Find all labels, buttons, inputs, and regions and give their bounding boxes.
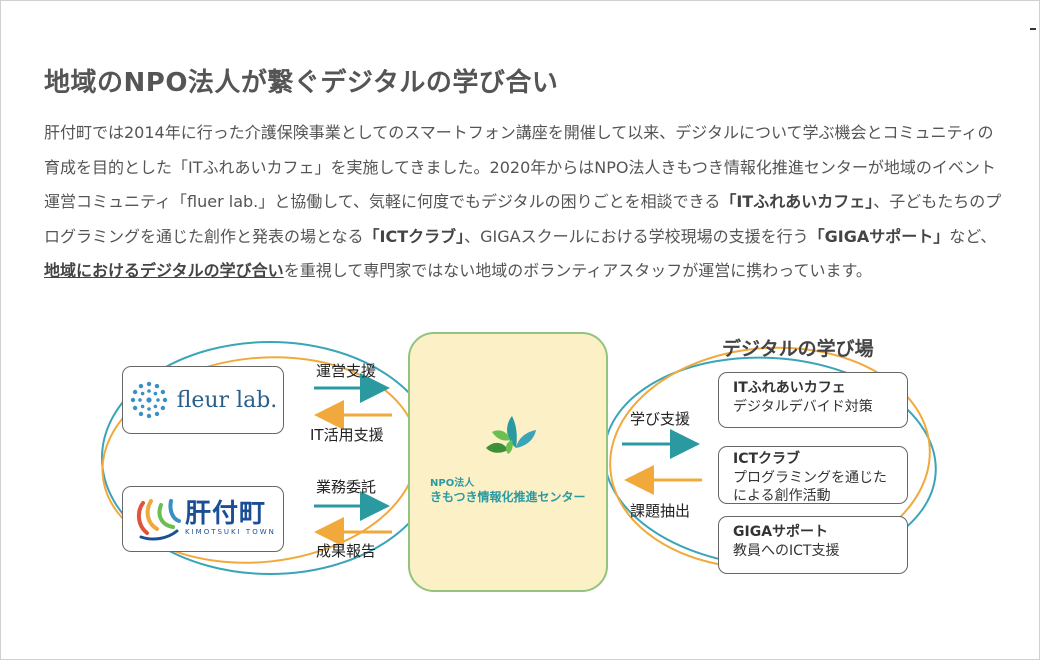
kimotsuki-logo-sub-text: KIMOTSUKI TOWN <box>185 528 276 536</box>
collaboration-diagram: fleur lab. 肝付町 KIMOTSUKI TOWN 運営支援 IT活用支… <box>0 320 1040 610</box>
activity-ict-club: ICTクラブ プログラミングを通じた による創作活動 <box>718 446 908 504</box>
intro-underline-learning: 地域におけるデジタルの学び合い <box>44 261 284 280</box>
activity-giga-support: GIGAサポート 教員へのICT支援 <box>718 516 908 574</box>
intro-text-1: 肝付町では2014年に行った介護保険事業としてのスマートフォン講座を開催して以来… <box>44 123 996 211</box>
activity-name: GIGAサポート <box>733 524 829 540</box>
kimotsuki-town-logo-icon <box>136 499 181 541</box>
intro-text-3: 、GIGAスクールにおける学校現場の支援を行う <box>464 226 809 246</box>
label-report: 成果報告 <box>316 542 377 560</box>
page-title: 地域のNPO法人が繋ぐデジタルの学び合い <box>44 68 559 98</box>
kimotsuki-town-logo-box: 肝付町 KIMOTSUKI TOWN <box>122 486 284 552</box>
activity-name: ITふれあいカフェ <box>733 380 846 396</box>
intro-bold-giga-support: 「GIGAサポート」 <box>808 226 950 246</box>
intro-text-2: 、子どもたちのプログラミングを通じた創作と発表の場となる <box>44 192 1002 246</box>
fleur-lab-logo-text: fleur lab. <box>176 387 278 413</box>
intro-bold-ict-club: 「ICTクラブ」 <box>363 226 465 246</box>
label-learning-support: 学び支援 <box>630 410 691 428</box>
label-issue-extraction: 課題抽出 <box>630 502 691 520</box>
label-operation-support: 運営支援 <box>316 362 377 380</box>
kimotsuki-logo-main-text: 肝付町 <box>185 499 267 529</box>
intro-paragraph: 肝付町では2014年に行った介護保険事業としてのスマートフォン講座を開催して以来… <box>44 116 1004 289</box>
fleur-lab-logo-box: fleur lab. <box>122 366 284 434</box>
npo-name-label: きもつき情報化推進センター <box>430 490 586 504</box>
intro-bold-it-cafe: 「ITふれあいカフェ」 <box>720 192 874 211</box>
intro-text-4: など、 <box>949 226 997 246</box>
activity-desc: 教員へのICT支援 <box>733 543 840 559</box>
activity-desc-line1: プログラミングを通じた <box>733 470 887 486</box>
intro-text-5: を重視して専門家ではない地域のボランティアスタッフが運営に携わっています。 <box>283 261 872 280</box>
npo-leaf-logo-icon <box>486 416 536 454</box>
activity-desc: デジタルデバイド対策 <box>733 399 873 415</box>
learning-places-title: デジタルの学び場 <box>722 338 874 360</box>
npo-center-box: NPO法人 きもつき情報化推進センター <box>408 332 608 592</box>
label-outsourcing: 業務委託 <box>316 478 377 496</box>
fleur-flower-logo-icon <box>130 381 167 419</box>
npo-type-label: NPO法人 <box>430 478 475 489</box>
corner-mark <box>1030 28 1036 30</box>
label-it-support: IT活用支援 <box>310 426 384 444</box>
activity-name: ICTクラブ <box>733 451 801 467</box>
activity-desc-line2: による創作活動 <box>733 488 831 504</box>
activity-it-cafe: ITふれあいカフェ デジタルデバイド対策 <box>718 372 908 428</box>
